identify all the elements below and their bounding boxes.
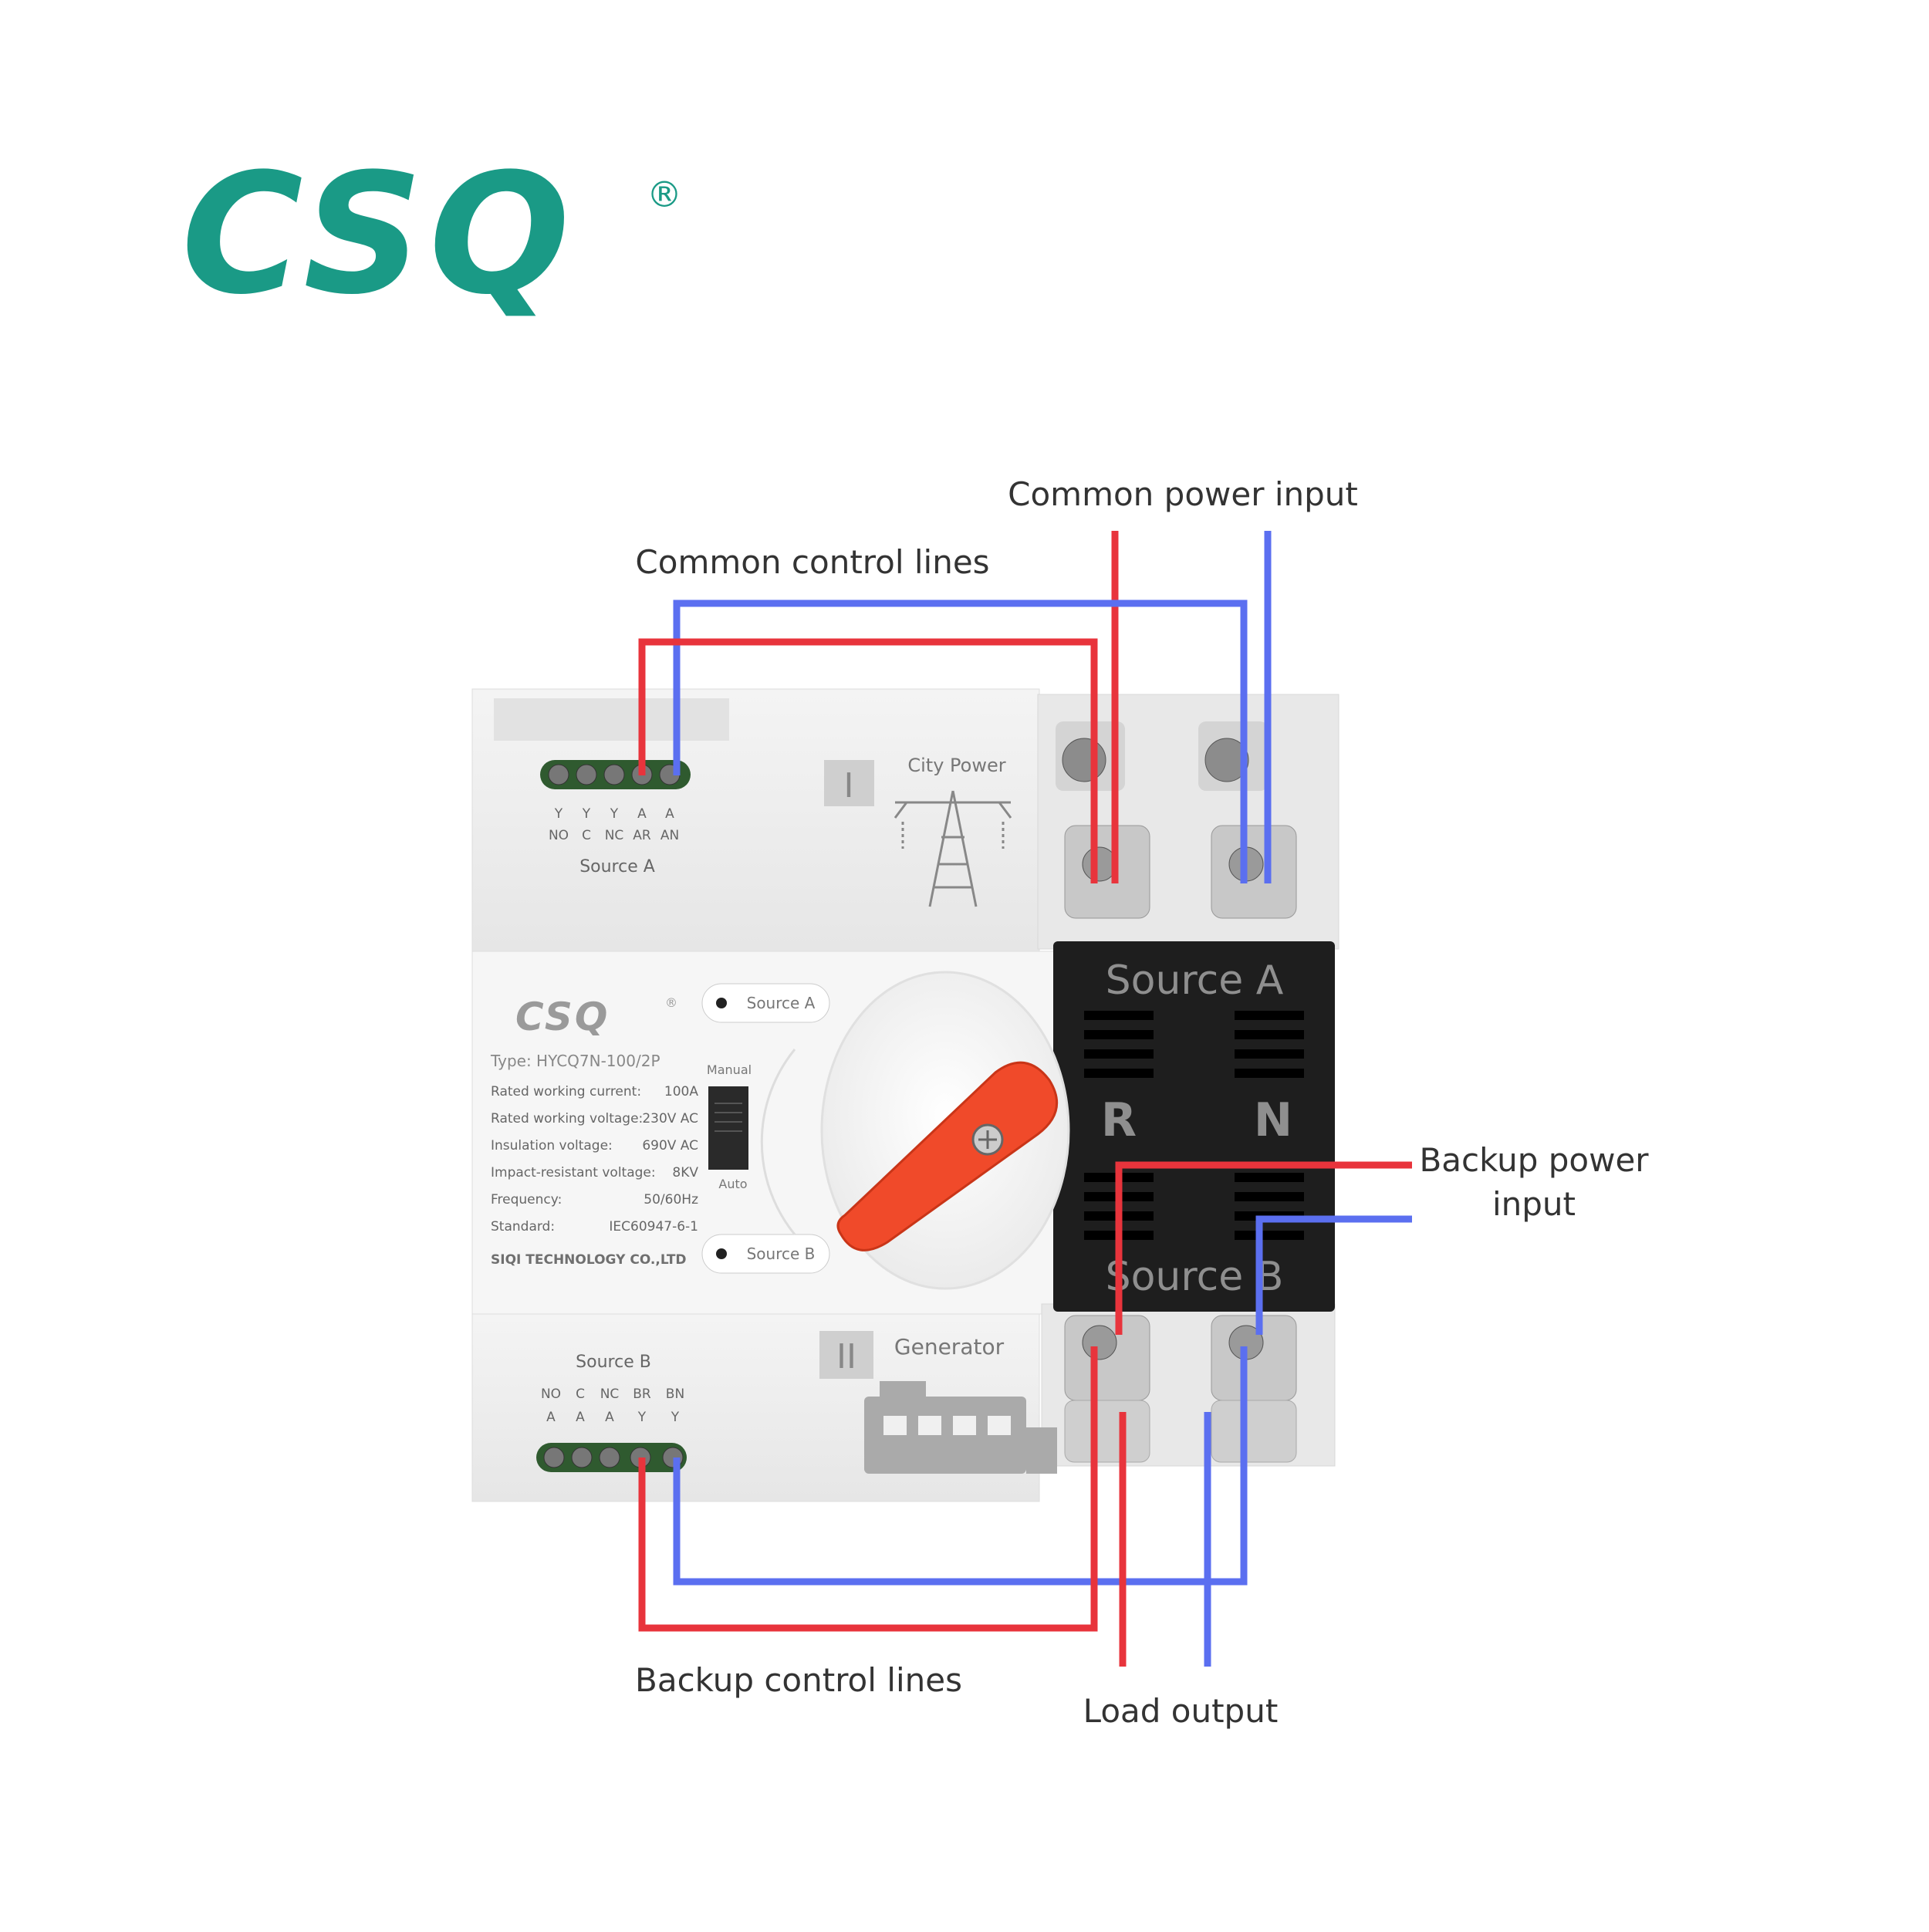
- spec-label: Standard:: [491, 1219, 555, 1235]
- terminal-label: BR: [633, 1387, 651, 1402]
- svg-text:Y: Y: [637, 1410, 647, 1425]
- backup-control-live-wire: [638, 1346, 1098, 1632]
- position-a-indicator: [701, 983, 830, 1023]
- faceplate-registered: ®: [665, 995, 677, 1010]
- roman-numeral-i: I: [844, 766, 854, 806]
- generator-icon: [864, 1381, 1057, 1474]
- common-control-lines-label: Common control lines: [635, 543, 989, 581]
- panel-r-label: R: [1101, 1093, 1137, 1147]
- screw-icon: [1082, 846, 1117, 882]
- terminal-label: NC: [600, 1387, 620, 1402]
- top-rail: [494, 698, 729, 741]
- backup-power-input-label-1: Backup power: [1419, 1141, 1649, 1179]
- terminal-label: NC: [605, 828, 624, 843]
- svg-text:Y: Y: [671, 1410, 680, 1425]
- spec-value: 690V AC: [642, 1138, 698, 1153]
- terminal-clamp: [1211, 1400, 1297, 1463]
- dial-guide-arc: [760, 1049, 796, 1235]
- svg-text:A: A: [546, 1410, 556, 1425]
- spec-value: 230V AC: [642, 1111, 698, 1126]
- faceplate-logo: CSQ: [515, 995, 610, 1039]
- power-tower-icon: [894, 790, 1012, 907]
- company-name: SIQI TECHNOLOGY CO.,LTD: [491, 1252, 687, 1268]
- terminal-label: AN: [660, 828, 679, 843]
- roman-numeral-ii: II: [836, 1337, 856, 1376]
- manual-auto-switch[interactable]: [708, 1086, 748, 1170]
- terminal-label: AR: [633, 828, 651, 843]
- panel-n-label: N: [1254, 1093, 1292, 1147]
- wiring: [638, 531, 1412, 1667]
- roman-badge-ii: [819, 1331, 873, 1379]
- backup-power-neutral-wire: [1255, 1215, 1412, 1335]
- terminal-labels-a: Y Y Y A A NO C NC AR AN: [549, 806, 679, 843]
- brand-logo: CSQ ®: [181, 137, 682, 331]
- rotary-handle[interactable]: [836, 1061, 1059, 1251]
- source-b-caption: Source B: [576, 1353, 651, 1372]
- mode-auto-label: Auto: [718, 1177, 747, 1191]
- terminal-label: NO: [541, 1387, 561, 1402]
- spec-value: 50/60Hz: [644, 1192, 698, 1208]
- city-power-title: City Power: [907, 755, 1005, 776]
- backup-power-input-label-2: input: [1492, 1185, 1576, 1223]
- terminal-label: NO: [549, 828, 569, 843]
- position-a-dot: [716, 998, 727, 1008]
- transfer-switch-device: Source A R N Source B Y Y Y A A NO C NC AR A…: [471, 688, 1339, 1502]
- spec-label: Insulation voltage:: [491, 1138, 613, 1153]
- spec-value: IEC60947-6-1: [609, 1219, 698, 1235]
- position-b-indicator: [701, 1234, 830, 1274]
- screw-icon: [1082, 1325, 1117, 1360]
- backup-power-live-wire: [1115, 1161, 1412, 1335]
- backup-control-lines-label: Backup control lines: [635, 1661, 962, 1699]
- spec-list: Rated working current: 100A Rated workin…: [491, 1084, 698, 1235]
- screw-icon: [1062, 738, 1106, 782]
- spec-label: Rated working current:: [491, 1084, 641, 1099]
- load-output-label: Load output: [1083, 1692, 1279, 1730]
- spec-value: 8KV: [672, 1165, 698, 1180]
- position-a-label: Source A: [747, 994, 816, 1012]
- panel-source-b-label: Source B: [1106, 1254, 1284, 1300]
- svg-text:A: A: [665, 806, 674, 822]
- source-a-caption: Source A: [579, 857, 655, 876]
- backup-control-neutral-wire: [673, 1346, 1248, 1586]
- svg-text:Y: Y: [610, 806, 619, 822]
- switch-grip: [715, 1103, 742, 1132]
- faceplate-type: Type: HYCQ7N-100/2P: [490, 1052, 660, 1070]
- svg-text:A: A: [605, 1410, 614, 1425]
- svg-text:A: A: [637, 806, 647, 822]
- mode-manual-label: Manual: [707, 1062, 752, 1077]
- brand-logo-text: CSQ: [181, 137, 576, 331]
- registered-mark: ®: [647, 174, 682, 215]
- svg-text:Y: Y: [554, 806, 563, 822]
- terminal-label: BN: [666, 1387, 684, 1402]
- svg-text:Y: Y: [582, 806, 591, 822]
- terminal-label: C: [582, 828, 591, 843]
- position-b-label: Source B: [747, 1245, 816, 1263]
- generator-title: Generator: [894, 1334, 1005, 1359]
- terminal-clamp: [1064, 1400, 1150, 1463]
- common-control-neutral-wire: [673, 600, 1248, 883]
- terminal-label: C: [576, 1387, 585, 1402]
- svg-text:A: A: [576, 1410, 585, 1425]
- spec-label: Frequency:: [491, 1192, 562, 1208]
- spec-label: Impact-resistant voltage:: [491, 1165, 656, 1180]
- position-b-dot: [716, 1248, 727, 1259]
- panel-source-a-label: Source A: [1106, 958, 1284, 1004]
- roman-badge-i: [824, 760, 874, 806]
- screw-icon: [1204, 738, 1249, 782]
- common-control-live-wire: [638, 638, 1098, 883]
- terminal-labels-b: NO C NC BR BN A A A Y Y: [541, 1387, 684, 1425]
- spec-value: 100A: [664, 1084, 698, 1099]
- common-power-input-label: Common power input: [1008, 475, 1358, 513]
- spec-label: Rated working voltage:: [491, 1111, 643, 1126]
